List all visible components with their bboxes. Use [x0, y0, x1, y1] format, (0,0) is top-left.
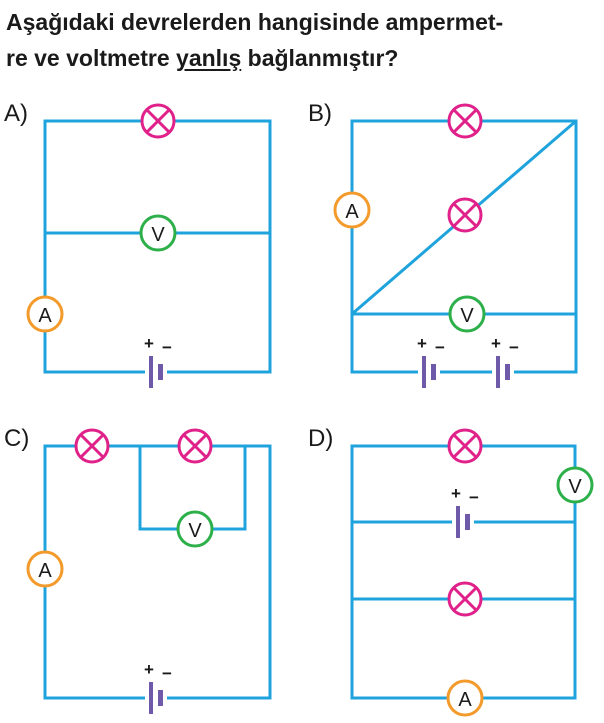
- circuit-b: [350, 119, 578, 374]
- option-d-label: D): [308, 425, 333, 452]
- circuit-b-battery-1-minus: −: [435, 338, 445, 357]
- circuit-b-battery-2: + −: [491, 334, 519, 390]
- circuit-b-battery-2-plus: +: [491, 334, 501, 353]
- circuit-b-battery-1: + −: [417, 334, 445, 390]
- circuit-c-ammeter: A: [26, 550, 64, 588]
- circuit-d-ammeter: A: [446, 679, 484, 717]
- circuit-d-battery-minus: −: [469, 488, 479, 507]
- question-part-3: bağlanmıştır?: [241, 45, 399, 71]
- circuit-a-ammeter-symbol: A: [38, 305, 52, 327]
- circuit-b-wire-frame: [350, 119, 578, 374]
- circuit-c-battery-plus: +: [144, 660, 154, 679]
- question-underlined-word: yanlış: [176, 45, 242, 71]
- circuit-d: [350, 444, 577, 700]
- circuit-b-battery-1-plus: +: [417, 334, 427, 353]
- circuit-c-battery: + −: [144, 660, 172, 716]
- circuit-d-wire-frame: [350, 444, 577, 700]
- circuit-a-ammeter: A: [26, 295, 64, 333]
- circuit-d-ammeter-symbol: A: [458, 689, 472, 711]
- circuit-d-lamp-top: [447, 428, 483, 464]
- circuit-c-battery-minus: −: [162, 664, 172, 683]
- circuit-c-lamp-2: [177, 428, 213, 464]
- question-part-1: Aşağıdaki devrelerden hangisinde amperme…: [6, 9, 504, 35]
- circuit-b-ammeter: A: [333, 191, 371, 229]
- circuit-c-ammeter-symbol: A: [38, 560, 52, 582]
- circuit-b-ammeter-symbol: A: [345, 201, 359, 223]
- circuit-b-battery-2-minus: −: [509, 338, 519, 357]
- question-part-2: re ve voltmetre: [6, 45, 177, 71]
- option-a-label: A): [4, 100, 28, 127]
- circuit-b-lamp-diagonal: [447, 197, 483, 233]
- circuit-d-battery: + −: [451, 484, 479, 540]
- circuit-a-battery: + −: [144, 334, 172, 390]
- circuit-d-battery-plus: +: [451, 484, 461, 503]
- circuit-a-battery-minus: −: [162, 338, 172, 357]
- circuit-a-battery-plus: +: [144, 334, 154, 353]
- question-text: Aşağıdaki devrelerden hangisinde amperme…: [6, 4, 602, 76]
- circuit-d-lamp-middle: [447, 581, 483, 617]
- circuit-b-voltmeter: V: [448, 295, 486, 333]
- circuit-c-voltmeter-symbol: V: [188, 520, 202, 542]
- circuit-b-voltmeter-symbol: V: [460, 305, 474, 327]
- circuit-c-voltmeter: V: [176, 510, 214, 548]
- circuit-a-voltmeter-symbol: V: [151, 224, 165, 246]
- circuit-c-lamp-1: [74, 428, 110, 464]
- circuit-c: [43, 444, 272, 700]
- circuit-c-wire-frame: [43, 444, 272, 700]
- option-c-label: C): [4, 425, 29, 452]
- circuit-a-voltmeter: V: [139, 214, 177, 252]
- circuit-d-voltmeter: V: [556, 466, 594, 504]
- circuit-a-lamp: [140, 103, 176, 139]
- circuit-b-lamp-top: [447, 103, 483, 139]
- circuit-d-voltmeter-symbol: V: [568, 476, 582, 498]
- option-b-label: B): [308, 100, 332, 127]
